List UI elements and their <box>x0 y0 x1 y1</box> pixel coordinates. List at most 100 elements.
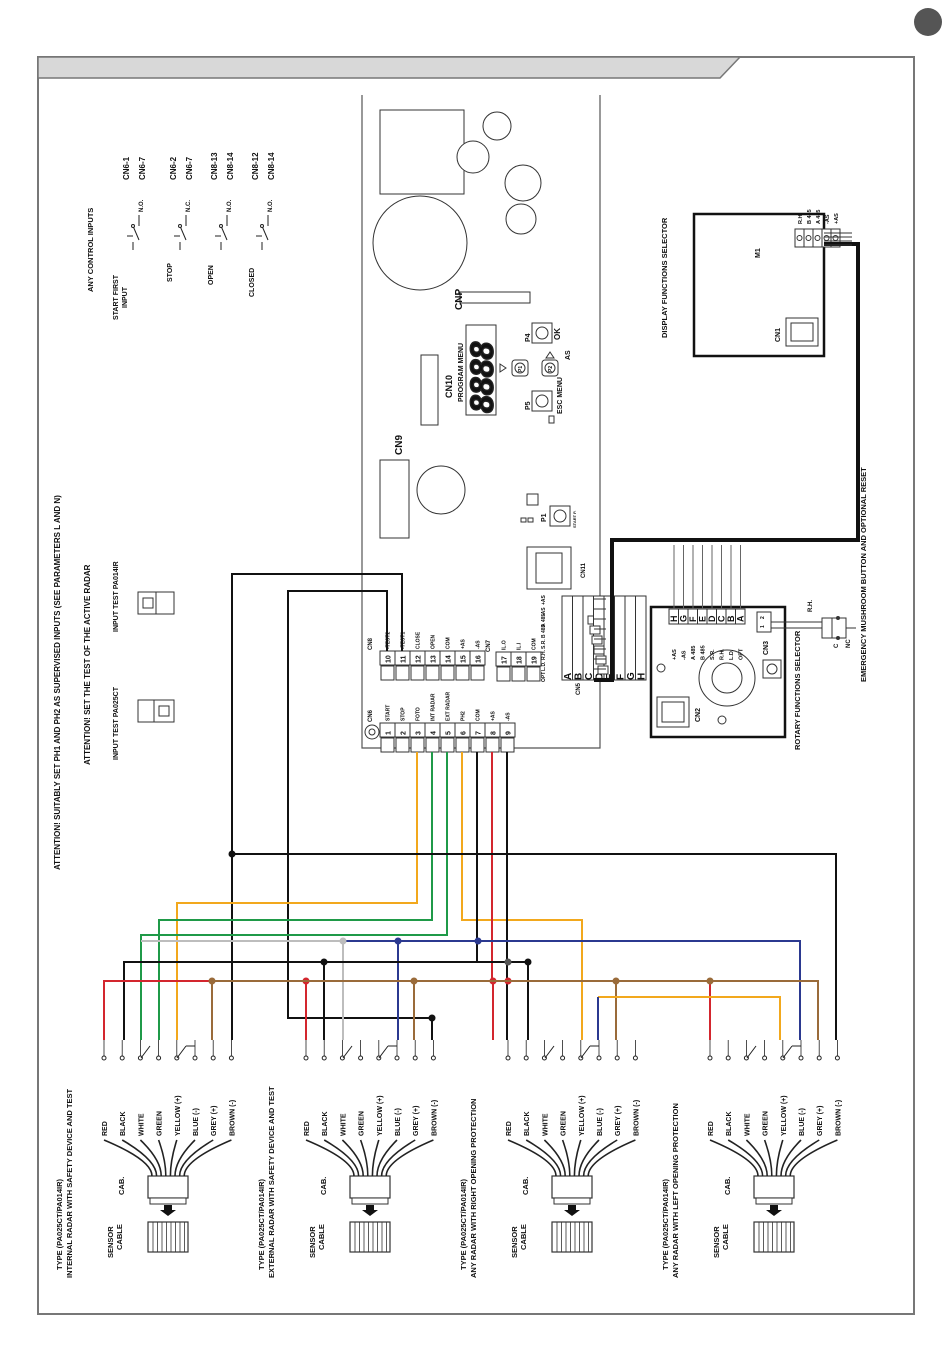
terminal-label: -TEST2 <box>386 632 392 649</box>
cn5-terminal-label: S.R. <box>541 639 547 649</box>
wire-label: GREEN <box>157 1111 164 1136</box>
cn5-terminal-label: B 485 <box>541 624 547 638</box>
sensor-subtitle: ANY RADAR WITH RIGHT OPENING PROTECTION <box>469 1099 478 1278</box>
control-input-name: STOP <box>167 263 174 282</box>
pin-label: CN8-12 <box>251 152 260 180</box>
rotary-label: +AS <box>672 649 678 660</box>
wire <box>176 752 418 1040</box>
rotary-label: OPT <box>739 648 745 660</box>
terminal-11: 11-TEST1 <box>394 632 411 681</box>
rh-label: R.H. <box>808 600 814 612</box>
cn9-label: CN9 <box>394 435 405 455</box>
wire-label: YELLOW (+) <box>579 1095 586 1136</box>
cab-label: CAB. <box>117 1177 126 1195</box>
wire-label: BLACK <box>524 1112 531 1137</box>
cn10-label: CN10 <box>444 375 454 398</box>
rotary-label: B 485 <box>701 645 707 660</box>
wire <box>287 590 433 1040</box>
wire-label: YELLOW (+) <box>377 1095 384 1136</box>
terminal-label: PH2 <box>461 711 467 721</box>
terminal-label: IL.I <box>517 642 523 650</box>
terminal-number: 7 <box>476 731 483 735</box>
rotary-label: R.H. <box>720 649 726 660</box>
wire-label: WHITE <box>138 1113 145 1136</box>
rotary-letter: H <box>669 616 679 623</box>
terminal-label: START <box>386 705 392 721</box>
terminal-label: +AS <box>491 710 497 721</box>
m1-terminal-label: B 485 <box>807 209 813 224</box>
wire <box>598 996 781 1040</box>
cn5-terminal-H: H <box>597 595 648 681</box>
cn5-letter: F <box>616 674 627 680</box>
terminal-number: 14 <box>446 655 453 663</box>
junction-dot <box>524 958 532 966</box>
display-digits: 8888 <box>464 342 500 413</box>
rotary-letter: A <box>736 615 746 622</box>
wire <box>461 752 583 1040</box>
emergency-text: EMERGENCY MUSHROOM BUTTON AND OPTIONAL R… <box>859 467 868 682</box>
wire-label: GREY (+) <box>413 1106 420 1136</box>
wire <box>103 752 493 1040</box>
terminal-number: 2 <box>401 731 408 735</box>
wire-label: RED <box>102 1121 109 1136</box>
wire-label: YELLOW (+) <box>175 1095 182 1136</box>
sensors: TYPE (PA025CT/PA014IR)INTERNAL RADAR WIT… <box>55 1040 842 1278</box>
control-input-name: OPEN <box>208 265 215 285</box>
sensor-cable-label: CABLE <box>115 1224 124 1250</box>
rotary-label: S.R. <box>710 649 716 660</box>
junction-dot <box>504 958 512 966</box>
attention-line-2: ATTENTION! SET THE TEST OF THE ACTIVE RA… <box>83 564 92 765</box>
pin-label: CN8-14 <box>226 152 235 180</box>
wire-label: GREY (+) <box>615 1106 622 1136</box>
cn5-letter: H <box>637 673 648 680</box>
sensor-cable-label: CABLE <box>519 1224 528 1250</box>
cn8-block: 10-TEST211-TEST112CLOSE13OPEN14COM15+AS1… <box>379 631 486 681</box>
wire <box>158 752 433 1040</box>
rotary-letter: B <box>726 615 736 622</box>
terminal-number: 5 <box>446 731 453 735</box>
cn5-terminal-label: -AS <box>541 607 547 616</box>
display-selector-title: DISPLAY FUNCTIONS SELECTOR <box>660 217 669 338</box>
contact-type: N.C. <box>186 200 192 212</box>
cab-label: CAB. <box>723 1177 732 1195</box>
wire-label: WHITE <box>744 1113 751 1136</box>
terminal-7: 7 COM <box>469 709 486 753</box>
p1-label: P1 <box>541 513 548 522</box>
program-menu-label: PROGRAM MENU <box>458 343 465 402</box>
terminal-label: COM <box>476 709 482 721</box>
wires <box>103 232 860 1040</box>
sensor-2: TYPE (PA025CT/PA014IR)ANY RADAR WITH RIG… <box>459 1040 640 1278</box>
terminal-number: 3 <box>416 731 423 735</box>
attention-notes: ATTENTION! SUITABLY SET PH1 AND PH2 AS S… <box>53 495 92 870</box>
terminal-18: 18 IL.I <box>510 642 527 682</box>
pin-label: CN6-1 <box>122 156 131 180</box>
cn2-label: CN2 <box>695 708 702 722</box>
junction-dot <box>474 937 482 945</box>
rotary-selector-title: ROTARY FUNCTIONS SELECTOR <box>793 630 802 750</box>
p2-knob-label: P2 <box>548 366 554 372</box>
pin-label: CN6-7 <box>138 156 147 180</box>
terminal-label: OPEN <box>431 634 437 649</box>
rotary-letter: C <box>717 615 727 622</box>
m1-terminal-label: A 485 <box>816 210 822 224</box>
contact-type: N.O. <box>268 199 274 212</box>
terminal-number: 18 <box>517 656 524 664</box>
junction-dot <box>208 977 216 985</box>
wire-label: BROWN (-) <box>835 1100 842 1136</box>
cn11-label: CN11 <box>581 562 587 578</box>
wire-label: GREEN <box>561 1111 568 1136</box>
wire-label: WHITE <box>340 1113 347 1136</box>
terminal-16: 16-AS <box>469 640 486 681</box>
sensor-1: TYPE (PA025CT/PA014IR)EXTERNAL RADAR WIT… <box>257 1040 438 1278</box>
wire <box>232 853 837 1040</box>
cn8-label: CN8 <box>368 637 374 650</box>
wire <box>594 242 860 682</box>
rotary-letter: G <box>679 615 689 622</box>
